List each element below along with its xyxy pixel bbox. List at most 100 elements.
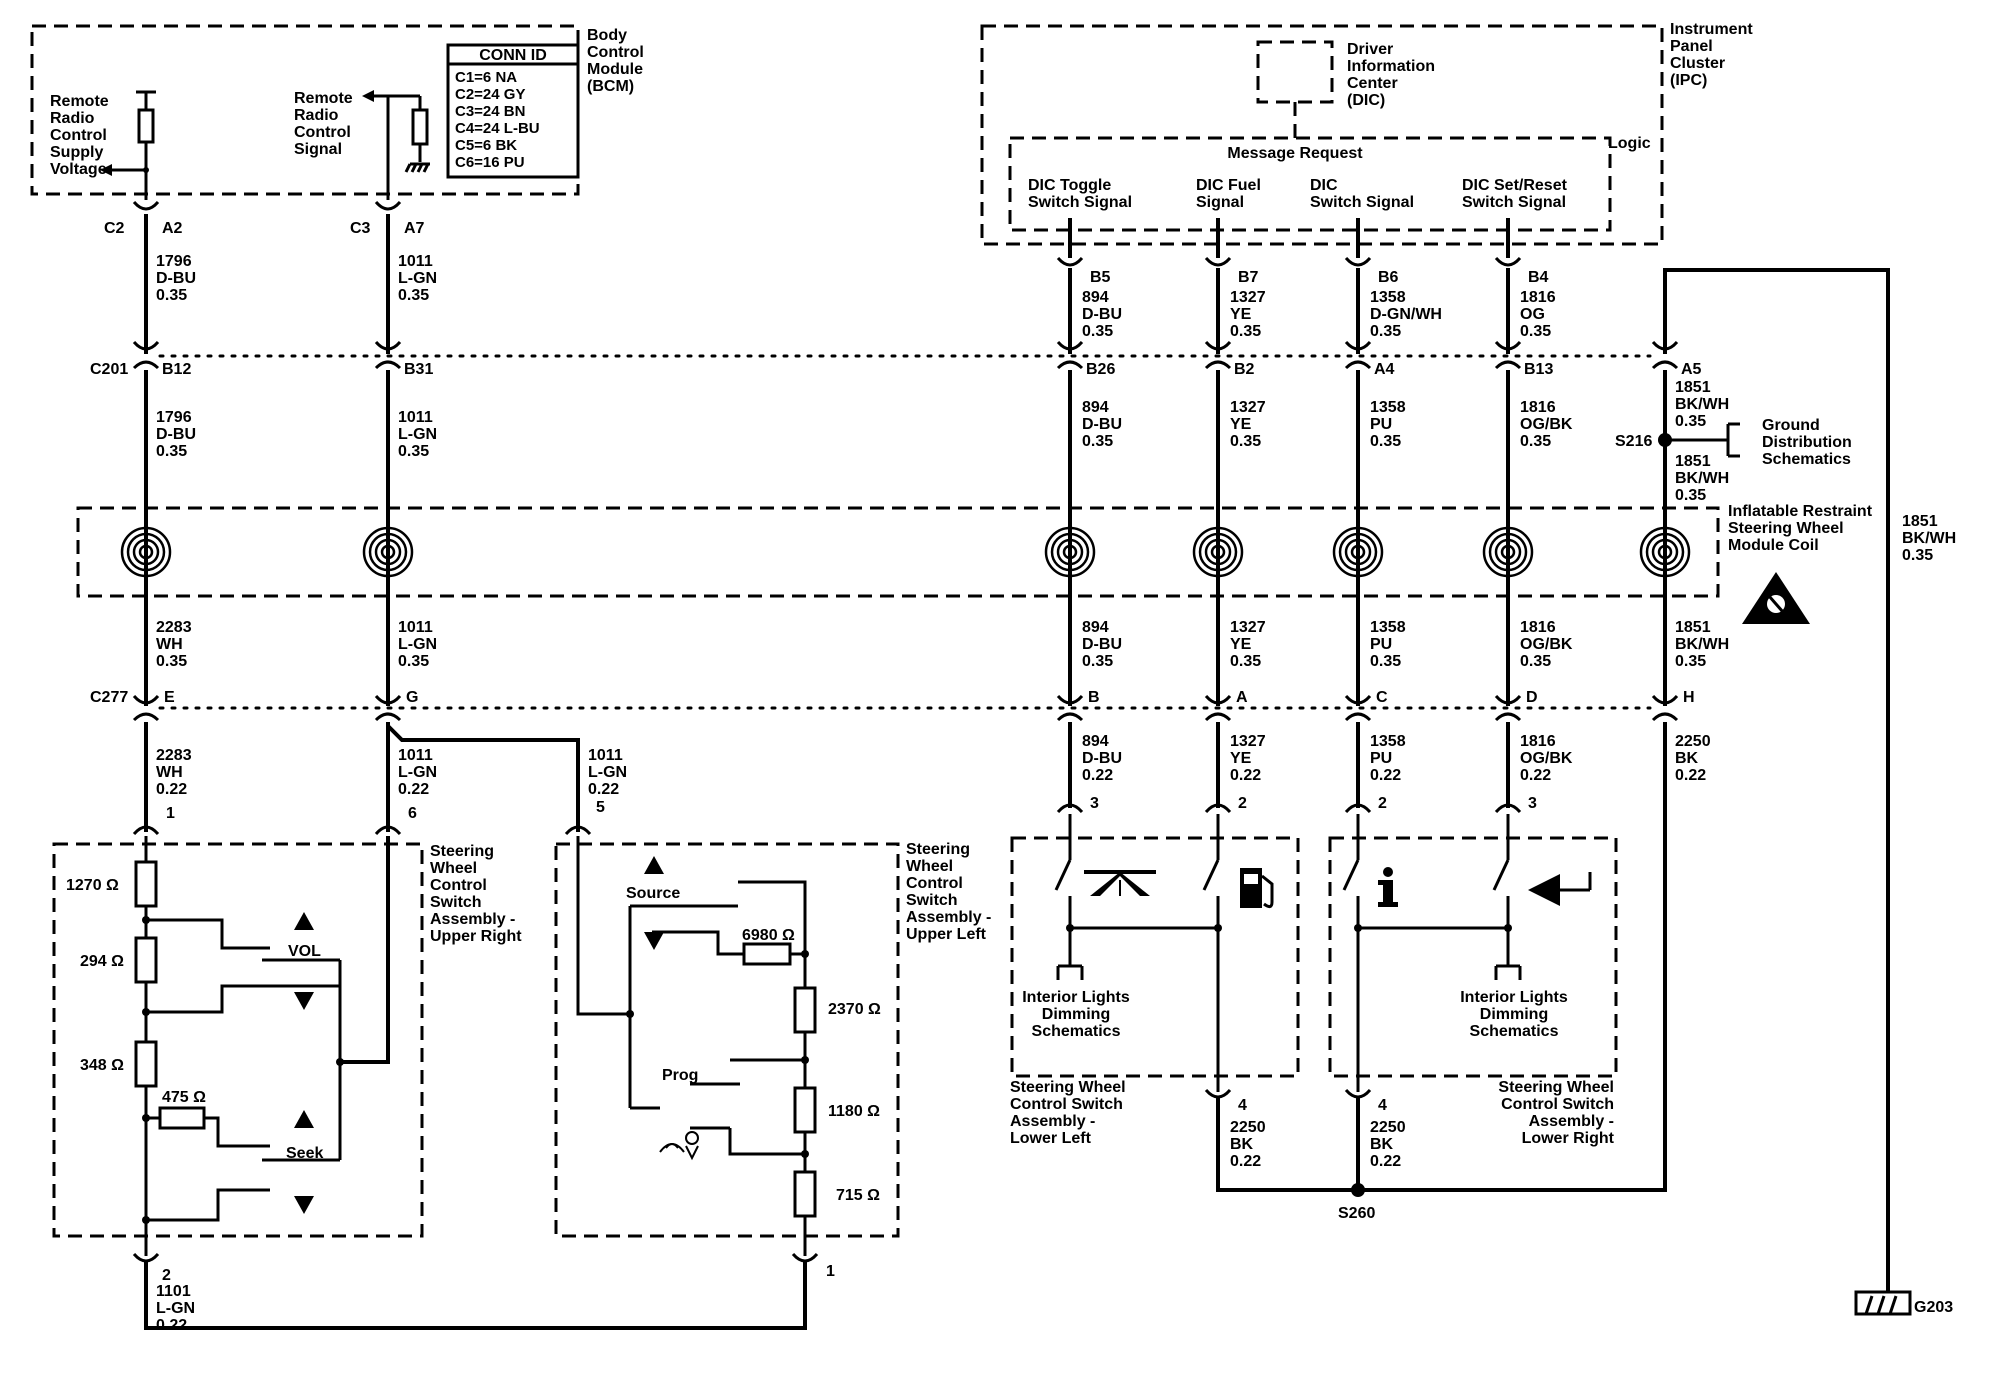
svg-text:PU: PU bbox=[1370, 750, 1392, 767]
svg-text:C1=6 NA: C1=6 NA bbox=[455, 69, 517, 86]
svg-text:Dimming: Dimming bbox=[1480, 1006, 1548, 1023]
svg-text:OG/BK: OG/BK bbox=[1520, 750, 1573, 767]
svg-text:L-GN: L-GN bbox=[398, 764, 437, 781]
svg-text:1011: 1011 bbox=[398, 253, 433, 270]
svg-text:0.22: 0.22 bbox=[588, 781, 619, 798]
ground-distribution-ref: Ground Distribution Schematics bbox=[1762, 417, 1852, 468]
svg-text:Voltage: Voltage bbox=[50, 161, 107, 178]
svg-text:B2: B2 bbox=[1234, 361, 1255, 378]
svg-text:1851: 1851 bbox=[1675, 379, 1711, 396]
logic-label: Logic bbox=[1608, 135, 1651, 152]
svg-text:Information: Information bbox=[1347, 58, 1435, 75]
svg-text:DIC Fuel: DIC Fuel bbox=[1196, 177, 1261, 194]
svg-text:Steering Wheel: Steering Wheel bbox=[1728, 520, 1844, 537]
coil-icon bbox=[1192, 526, 1244, 578]
c201-label: C201 bbox=[90, 361, 128, 378]
svg-text:L-GN: L-GN bbox=[588, 764, 627, 781]
svg-text:A7: A7 bbox=[404, 220, 425, 237]
svg-text:0.35: 0.35 bbox=[156, 287, 187, 304]
coil-icon bbox=[1482, 526, 1534, 578]
s216-circuit: 1851 BK/WH 0.35 bbox=[1675, 453, 1729, 504]
lower-left-box bbox=[1010, 836, 1300, 1078]
svg-text:D-BU: D-BU bbox=[1082, 306, 1122, 323]
upper-right-pin-6: 6 bbox=[408, 805, 417, 822]
svg-text:BK/WH: BK/WH bbox=[1902, 530, 1956, 547]
svg-text:D-BU: D-BU bbox=[1082, 750, 1122, 767]
svg-text:1796: 1796 bbox=[156, 409, 192, 426]
svg-text:0.35: 0.35 bbox=[398, 287, 429, 304]
svg-text:1011: 1011 bbox=[398, 409, 433, 426]
svg-text:Wheel: Wheel bbox=[906, 858, 953, 875]
lower-right-gnd-circuit: 2250 BK 0.22 bbox=[1370, 1119, 1406, 1170]
svg-text:Lower Left: Lower Left bbox=[1010, 1130, 1092, 1147]
svg-text:Supply: Supply bbox=[50, 144, 103, 161]
svg-text:Steering: Steering bbox=[430, 843, 494, 860]
svg-text:0.35: 0.35 bbox=[398, 443, 429, 460]
svg-text:A5: A5 bbox=[1681, 361, 1702, 378]
ipc-pin-labels: B5 894 D-BU 0.35 B7 1327 YE 0.35 B6 1358… bbox=[1082, 269, 1556, 340]
svg-text:Assembly -: Assembly - bbox=[430, 911, 515, 928]
coil-icon bbox=[1044, 526, 1096, 578]
info-icon bbox=[1378, 867, 1398, 907]
coil-icon bbox=[1332, 526, 1384, 578]
svg-text:B6: B6 bbox=[1378, 269, 1399, 286]
svg-text:Control Switch: Control Switch bbox=[1010, 1096, 1123, 1113]
dic-label: Driver Information Center (DIC) bbox=[1347, 41, 1435, 109]
svg-text:1796: 1796 bbox=[156, 253, 192, 270]
svg-text:C3: C3 bbox=[350, 220, 371, 237]
svg-text:2283: 2283 bbox=[156, 747, 192, 764]
svg-text:Control: Control bbox=[587, 44, 644, 61]
ground-wire-label: 1851 BK/WH 0.35 bbox=[1902, 513, 1956, 564]
svg-text:Switch: Switch bbox=[906, 892, 958, 909]
svg-text:0.35: 0.35 bbox=[1370, 323, 1401, 340]
svg-text:Panel: Panel bbox=[1670, 38, 1713, 55]
upper-left-resistor-labels: 6980 Ω 2370 Ω 1180 Ω 715 Ω bbox=[742, 927, 881, 1204]
svg-text:Control: Control bbox=[50, 127, 107, 144]
svg-text:0.22: 0.22 bbox=[156, 1317, 187, 1334]
svg-text:2250: 2250 bbox=[1370, 1119, 1406, 1136]
svg-text:894: 894 bbox=[1082, 399, 1109, 416]
svg-text:0.22: 0.22 bbox=[1675, 767, 1706, 784]
upper-left-pin-1: 1 bbox=[826, 1263, 835, 1280]
svg-text:Body: Body bbox=[587, 27, 627, 44]
svg-text:YE: YE bbox=[1230, 636, 1252, 653]
svg-text:2250: 2250 bbox=[1230, 1119, 1266, 1136]
svg-text:DIC Toggle: DIC Toggle bbox=[1028, 177, 1111, 194]
svg-text:894: 894 bbox=[1082, 733, 1109, 750]
svg-text:Remote: Remote bbox=[50, 93, 109, 110]
svg-text:0.35: 0.35 bbox=[1675, 487, 1706, 504]
svg-text:Control: Control bbox=[430, 877, 487, 894]
svg-text:Control: Control bbox=[906, 875, 963, 892]
svg-text:Schematics: Schematics bbox=[1470, 1023, 1559, 1040]
svg-text:Switch Signal: Switch Signal bbox=[1028, 194, 1132, 211]
seek-down-icon bbox=[294, 1196, 314, 1214]
svg-text:L-GN: L-GN bbox=[156, 1300, 195, 1317]
svg-text:Upper Right: Upper Right bbox=[430, 928, 522, 945]
svg-text:1180 Ω: 1180 Ω bbox=[828, 1103, 880, 1120]
svg-text:0.22: 0.22 bbox=[398, 781, 429, 798]
svg-text:1851: 1851 bbox=[1902, 513, 1938, 530]
svg-text:Switch: Switch bbox=[430, 894, 482, 911]
svg-text:0.35: 0.35 bbox=[398, 653, 429, 670]
upper-left-pin-5: 5 bbox=[596, 799, 605, 816]
dic-box bbox=[1256, 40, 1334, 104]
svg-text:1358: 1358 bbox=[1370, 399, 1406, 416]
svg-text:B7: B7 bbox=[1238, 269, 1259, 286]
svg-text:0.35: 0.35 bbox=[1230, 433, 1261, 450]
svg-text:G: G bbox=[406, 689, 418, 706]
svg-text:L-GN: L-GN bbox=[398, 426, 437, 443]
coil-box bbox=[76, 506, 1720, 598]
svg-text:Signal: Signal bbox=[294, 141, 342, 158]
c277-label: C277 bbox=[90, 689, 128, 706]
svg-text:294 Ω: 294 Ω bbox=[80, 953, 124, 970]
svg-text:1101: 1101 bbox=[156, 1283, 191, 1300]
lower-right-circuit bbox=[1342, 814, 1522, 1092]
svg-text:Radio: Radio bbox=[294, 107, 339, 124]
svg-text:0.22: 0.22 bbox=[1370, 1153, 1401, 1170]
upper-left-box bbox=[554, 842, 900, 1238]
svg-text:H: H bbox=[1683, 689, 1695, 706]
coil-out-circuits: 2283 WH 0.35 1011 L-GN 0.35 894 D-BU 0.3… bbox=[156, 619, 1729, 670]
svg-text:0.35: 0.35 bbox=[1520, 323, 1551, 340]
svg-text:894: 894 bbox=[1082, 289, 1109, 306]
svg-text:Control Switch: Control Switch bbox=[1501, 1096, 1614, 1113]
